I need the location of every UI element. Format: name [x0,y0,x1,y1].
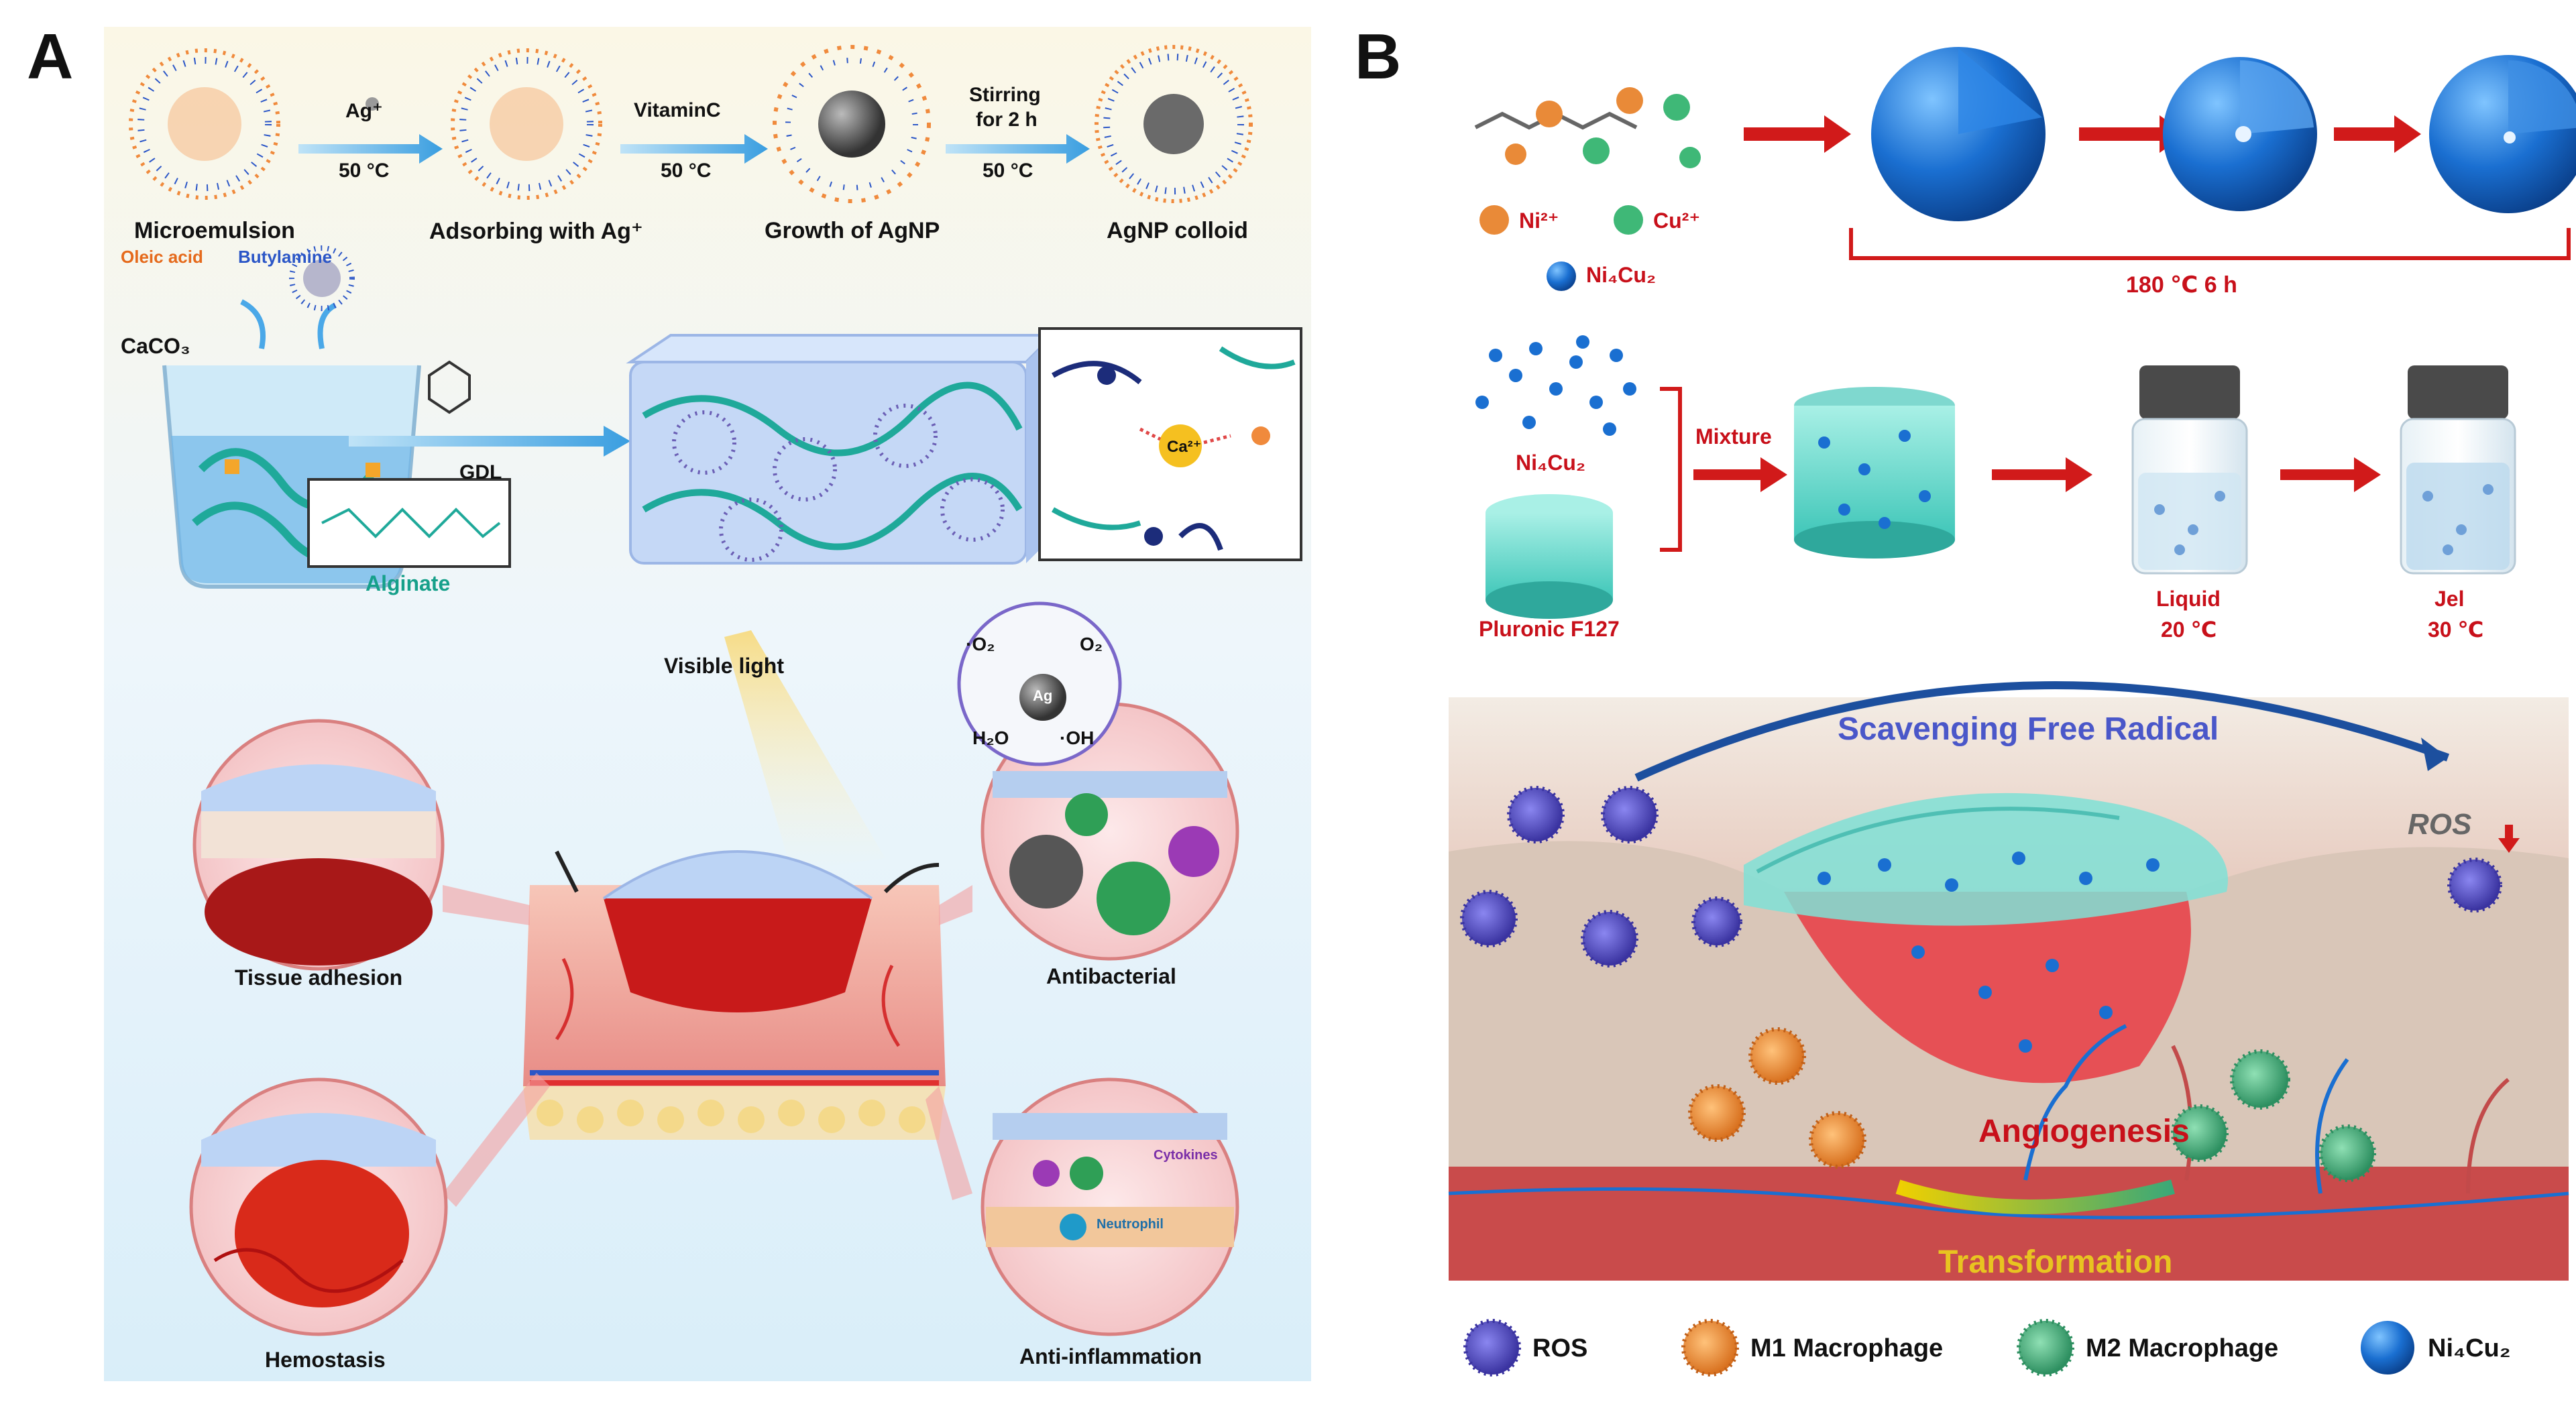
wound-scene [1448,697,2569,1281]
zoom-label-anti-inflammation: Anti-inflammation [1019,1344,1202,1368]
zoom-label-tissue-adhesion: Tissue adhesion [235,965,403,990]
arrow3-top: Stirring [969,84,1041,106]
micelle-microemulsion [129,48,280,200]
caco3-label: CaCO₃ [121,334,190,358]
legend-ni4cu2-label: Ni₄Cu₂ [2428,1334,2511,1362]
jel-temp: 30 ℃ [2428,618,2484,642]
mixture-bracket [1660,387,1682,552]
ni4cu2-legend-ball [1547,261,1576,291]
ni4cu2-particles [1475,335,1636,436]
jel-label: Jel [2434,587,2465,611]
bracket-line [1849,228,2571,260]
panel-a-letter: A [27,21,74,93]
micelle-adsorbed [451,48,602,200]
condition-label: 180 ℃ 6 h [2126,272,2237,298]
hollow-sphere [2429,55,2576,213]
liquid-temp: 20 ℃ [2161,618,2217,642]
angiogenesis-label: Angiogenesis [1978,1114,2190,1149]
micelle-small [289,245,355,311]
step-label-colloid: AgNP colloid [1107,218,1248,243]
zoom-anti-inflammation [981,1077,1239,1336]
legend-ros-icon [1463,1319,1521,1376]
mixture-label: Mixture [1695,424,1772,449]
panel-b: B Ni²⁺ Cu²⁺ Ni₄Cu₂ 180 ℃ 6 h Ni₄Cu₂ Mixt… [1314,0,2576,1406]
neutrophil-label: Neutrophil [1097,1217,1164,1232]
cu-ion-label: Cu²⁺ [1653,209,1701,233]
legend-m2-label: M2 Macrophage [2086,1334,2279,1362]
vial-gel [2400,365,2516,575]
panel-b-graphics [1448,47,2576,1376]
cytokines-label: Cytokines [1154,1148,1218,1163]
ca-ion-label: Ca²⁺ [1167,438,1202,456]
step-label-microemulsion: Microemulsion [134,218,295,243]
liquid-label: Liquid [2156,587,2221,611]
arrow3-middle: for 2 h [976,109,1038,131]
ni-ion-label: Ni²⁺ [1519,209,1559,233]
vial-liquid [2131,365,2248,575]
pluronic-label: Pluronic F127 [1479,617,1620,641]
cu-ion-legend-ball [1614,205,1643,235]
step-label-growth: Growth of AgNP [765,218,940,243]
alginate-structure-box [307,478,511,568]
visible-light-label: Visible light [664,654,784,678]
gdl-molecule [428,360,471,414]
composite-gel-block [1794,387,1955,559]
gdl-label: GDL [459,461,502,483]
arrow1-bottom: 50 °C [339,160,390,182]
ni4cu2-row2-label: Ni₄Cu₂ [1516,451,1586,475]
legend-m1-icon [1681,1319,1739,1376]
legend-ros-label: ROS [1532,1334,1588,1362]
transformation-label: Transformation [1938,1244,2173,1280]
legend-butylamine: Butylamine [238,247,333,267]
ca-crosslink-inset [1038,327,1302,561]
arrow1-top: Ag⁺ [345,100,383,122]
ni-ion-legend-ball [1479,205,1509,235]
zoom-antibacterial [957,601,1239,961]
zoom-tissue-adhesion [192,719,445,971]
arrow3-bottom: 50 °C [983,160,1033,182]
scavenging-label: Scavenging Free Radical [1838,711,2219,747]
ros-inset-h2o: H₂O [972,727,1009,748]
pluronic-gel-block [1486,494,1613,619]
zoom-label-hemostasis: Hemostasis [265,1348,386,1372]
legend-ni4cu2-icon [2361,1321,2414,1374]
micelle-colloid [1095,45,1253,203]
skin-block [523,850,946,1140]
transformation-arrow [1895,1179,2175,1214]
hydrogel-block [626,334,1056,565]
ros-inset-oh: ·OH [1060,727,1095,748]
ros-inset-o2-radical: ·O₂ [966,634,995,654]
precursor-molecules [1474,87,1701,168]
ros-scene-label: ROS [2408,808,2472,841]
panel-a-graphics [104,27,1311,1381]
legend-oleic-acid: Oleic acid [121,247,203,267]
yolk-shell-sphere [2163,57,2317,211]
scavenging-arrow [1634,681,2450,782]
zoom-hemostasis [189,1077,448,1336]
zoom-label-antibacterial: Antibacterial [1046,964,1176,988]
panel-a: A Microemulsion Adsorbing with Ag⁺ Growt… [27,21,1311,1381]
ros-inset-o2: O₂ [1080,634,1103,654]
panel-b-letter: B [1355,21,1402,93]
ros-inset-ag: Ag [1033,687,1053,704]
micelle-agnp [773,45,931,203]
arrow2-bottom: 50 °C [661,160,712,182]
alginate-label: Alginate [366,571,451,595]
legend-m1-label: M1 Macrophage [1750,1334,1944,1362]
arrow2-top: VitaminC [634,99,721,121]
legend-m2-icon [2017,1319,2074,1376]
ni4cu2-label: Ni₄Cu₂ [1586,263,1657,287]
step-label-adsorbing: Adsorbing with Ag⁺ [429,219,643,244]
solid-sphere [1871,47,2046,221]
